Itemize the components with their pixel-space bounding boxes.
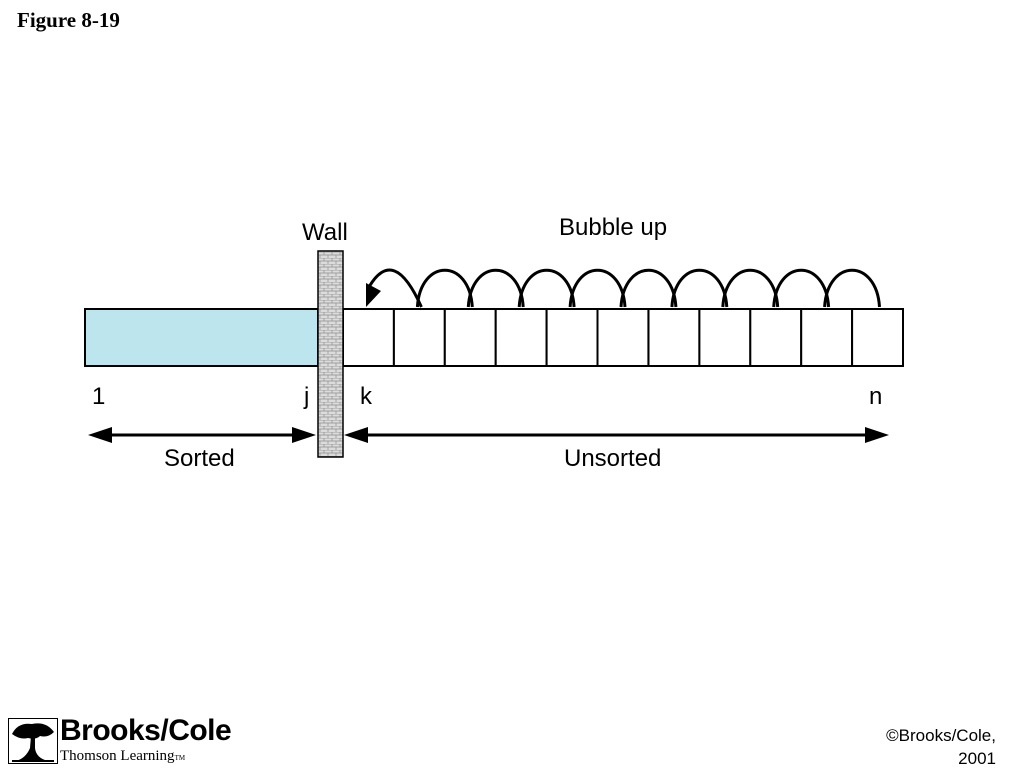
unsorted-cell	[392, 308, 446, 367]
unsorted-cell	[800, 308, 854, 367]
bubble-arc	[772, 268, 831, 308]
logo-subtitle-text: Thomson Learning	[60, 748, 175, 764]
unsorted-cell	[647, 308, 701, 367]
unsorted-cell	[494, 308, 548, 367]
sorted-segment	[84, 308, 319, 367]
bubble-arc	[670, 268, 729, 308]
copyright-line-1: ©Brooks/Cole,	[886, 726, 996, 745]
unsorted-cell	[342, 308, 395, 367]
copyright-line-2: 2001	[958, 749, 996, 768]
unsorted-cell	[698, 308, 752, 367]
figure-title: Figure 8-19	[17, 8, 120, 32]
wall-label: Wall	[302, 219, 348, 246]
bubble-up-label: Bubble up	[559, 214, 667, 241]
index-label-j: j	[303, 383, 309, 410]
bubble-arc	[823, 268, 881, 308]
unsorted-label: Unsorted	[564, 445, 661, 472]
index-label-k: k	[360, 383, 373, 410]
index-label-1: 1	[92, 383, 105, 410]
unsorted-cell	[596, 308, 650, 367]
tree-icon	[8, 718, 58, 764]
bubble-arc	[568, 268, 627, 308]
unsorted-cell	[749, 308, 803, 367]
copyright: ©Brooks/Cole, 2001	[886, 724, 996, 770]
unsorted-cell	[851, 308, 904, 367]
bubble-arc	[721, 268, 780, 308]
unsorted-cell	[545, 308, 599, 367]
logo-name: Brooks/Cole	[60, 714, 232, 747]
sorted-range-arrow	[88, 427, 316, 443]
index-label-n: n	[869, 383, 882, 410]
bubble-arc	[466, 268, 525, 308]
wall	[317, 250, 344, 458]
logo-subtitle: Thomson LearningTM	[60, 748, 185, 766]
bubble-arc	[415, 268, 474, 308]
unsorted-range-arrow	[344, 427, 889, 443]
unsorted-cells	[342, 308, 904, 367]
bubble-up-arcs	[367, 268, 881, 308]
sorted-label: Sorted	[164, 445, 235, 472]
bubble-arc	[517, 268, 576, 308]
bubble-arc	[367, 268, 423, 308]
bubble-arc	[619, 268, 678, 308]
logo-trademark: TM	[174, 754, 186, 762]
brooks-cole-logo: Brooks/Cole Thomson LearningTM	[8, 714, 248, 766]
unsorted-cell	[443, 308, 497, 367]
bubble-up-arrowhead	[366, 283, 381, 307]
